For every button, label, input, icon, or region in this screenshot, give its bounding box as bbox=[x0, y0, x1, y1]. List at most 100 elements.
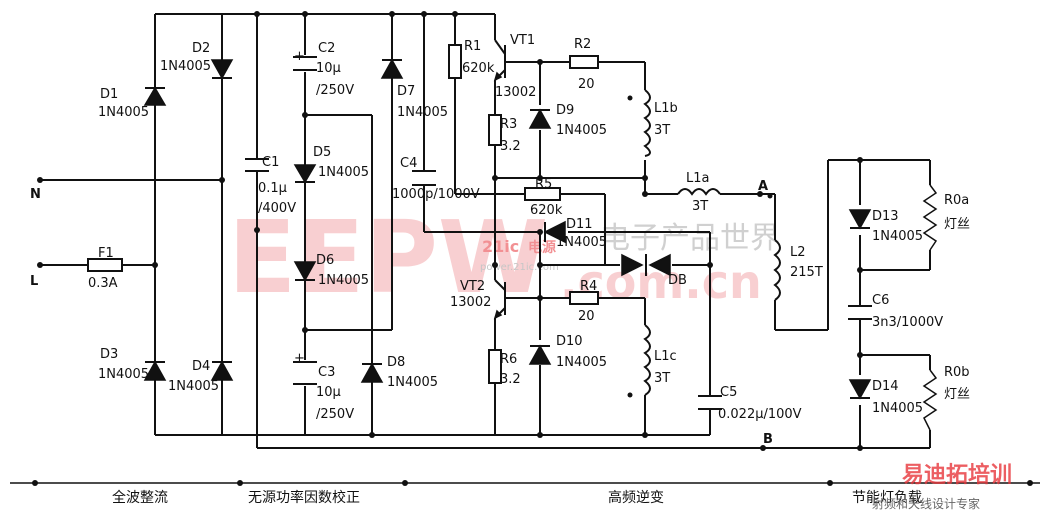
terminal-N: N bbox=[30, 187, 41, 202]
section-full-wave-rectifier: 全波整流 bbox=[112, 489, 168, 506]
inductor-L1b bbox=[643, 89, 651, 157]
label-L1a: L1a bbox=[686, 171, 709, 186]
label-C1-value2: /400V bbox=[258, 201, 296, 216]
filament-R0a bbox=[922, 184, 938, 251]
label-D7-part: 1N4005 bbox=[397, 105, 448, 120]
label-R5-value: 620k bbox=[530, 203, 563, 218]
label-L1b-value: 3T bbox=[654, 123, 670, 138]
label-F1-value: 0.3A bbox=[88, 276, 118, 291]
label-C4-value: 1000p/1000V bbox=[392, 187, 480, 202]
cap-C3-symbol bbox=[293, 361, 317, 385]
resistor-R6-body bbox=[488, 349, 502, 384]
label-L1c-value: 3T bbox=[654, 371, 670, 386]
diode-D7-symbol bbox=[380, 58, 404, 79]
label-D5: D5 bbox=[313, 145, 331, 160]
diode-D3-symbol bbox=[143, 360, 167, 381]
label-R0a-desc: 灯丝 bbox=[944, 217, 970, 232]
label-F1: F1 bbox=[98, 246, 114, 261]
label-C3-value1: 10μ bbox=[316, 385, 341, 400]
transistor-VT2-symbol bbox=[493, 279, 506, 320]
section-labels: 全波整流 无源功率因数校正 高频逆变 节能灯负载 bbox=[112, 489, 922, 506]
section-passive-pfc: 无源功率因数校正 bbox=[248, 489, 360, 506]
watermark-21ic-cn: 电源 bbox=[528, 239, 556, 256]
fuse-F1-body bbox=[87, 258, 123, 272]
label-VT1-part: 13002 bbox=[495, 85, 536, 100]
inductor-L2 bbox=[773, 239, 781, 301]
label-L2-value: 215T bbox=[790, 265, 823, 280]
brand-watermark: 易迪拓培训 射频和天线设计专家 bbox=[872, 462, 1012, 511]
label-D11: D11 bbox=[566, 217, 593, 232]
brand-sub-text: 射频和天线设计专家 bbox=[872, 496, 980, 511]
label-D6: D6 bbox=[316, 253, 334, 268]
label-R0a: R0a bbox=[944, 193, 969, 208]
label-R0b-desc: 灯丝 bbox=[944, 387, 970, 402]
labels: N L A B D1 1N4005 D2 1N4005 D3 1N4005 D4… bbox=[30, 33, 970, 447]
cap-C4-symbol bbox=[412, 170, 436, 186]
label-R3-value: 3.2 bbox=[500, 139, 521, 154]
label-R0b: R0b bbox=[944, 365, 970, 380]
label-L1b: L1b bbox=[654, 101, 678, 116]
label-D2-part: 1N4005 bbox=[160, 59, 211, 74]
label-R5: R5 bbox=[535, 177, 552, 192]
diode-D9-symbol bbox=[528, 108, 552, 129]
label-L1c: L1c bbox=[654, 349, 677, 364]
brand-text: 易迪拓培训 bbox=[902, 462, 1012, 488]
inductor-L1a bbox=[677, 188, 721, 196]
diode-D6-symbol bbox=[293, 261, 317, 282]
diode-D1-symbol bbox=[143, 86, 167, 106]
label-D10: D10 bbox=[556, 334, 583, 349]
label-D14: D14 bbox=[872, 379, 899, 394]
resistor-R4-body bbox=[569, 291, 599, 305]
label-D11-part: 1N4005 bbox=[556, 235, 607, 250]
label-VT1: VT1 bbox=[510, 33, 535, 48]
label-D7: D7 bbox=[397, 84, 415, 99]
label-R4-value: 20 bbox=[578, 309, 595, 324]
label-C3: C3 bbox=[318, 365, 335, 380]
label-C6-value: 3n3/1000V bbox=[872, 315, 943, 330]
label-R2-value: 20 bbox=[578, 77, 595, 92]
node-A: A bbox=[758, 179, 768, 194]
watermark-21ic: 21ic bbox=[482, 237, 519, 256]
watermark-eepw: EEPW bbox=[228, 199, 548, 316]
label-C3-value2: /250V bbox=[316, 407, 354, 422]
label-C4: C4 bbox=[400, 156, 417, 171]
label-DB: DB bbox=[668, 273, 687, 288]
resistor-R2-body bbox=[569, 55, 599, 69]
wiring bbox=[10, 13, 1040, 484]
label-D3: D3 bbox=[100, 347, 118, 362]
diode-D5-symbol bbox=[293, 164, 317, 184]
c3-plus: + bbox=[294, 351, 305, 366]
resistor-R1-body bbox=[448, 44, 462, 79]
label-R6: R6 bbox=[500, 352, 517, 367]
resistor-R3-body bbox=[488, 114, 502, 146]
label-R1-value: 620k bbox=[462, 61, 495, 76]
label-C2: C2 bbox=[318, 41, 335, 56]
inductor-L1c bbox=[643, 324, 651, 396]
label-D1: D1 bbox=[100, 87, 118, 102]
label-C2-value2: /250V bbox=[316, 83, 354, 98]
label-C5-value: 0.022μ/100V bbox=[718, 407, 802, 422]
label-D13-part: 1N4005 bbox=[872, 229, 923, 244]
section-ticks bbox=[32, 480, 1033, 486]
label-C5: C5 bbox=[720, 385, 737, 400]
label-L1a-value: 3T bbox=[692, 199, 708, 214]
diode-D4-symbol bbox=[210, 360, 234, 381]
c2-plus: + bbox=[294, 49, 305, 64]
diode-D2-symbol bbox=[210, 59, 234, 80]
diode-D14-symbol bbox=[848, 379, 872, 400]
diode-D10-symbol bbox=[528, 344, 552, 365]
diode-D13-symbol bbox=[848, 209, 872, 230]
label-D9-part: 1N4005 bbox=[556, 123, 607, 138]
inductor-symbols bbox=[627, 89, 781, 398]
label-VT2: VT2 bbox=[460, 279, 485, 294]
label-D1-part: 1N4005 bbox=[98, 105, 149, 120]
cap-C6-symbol bbox=[848, 305, 872, 320]
cap-C2-symbol bbox=[293, 56, 317, 71]
label-R6-value: 3.2 bbox=[500, 372, 521, 387]
node-B: B bbox=[763, 432, 773, 447]
label-D14-part: 1N4005 bbox=[872, 401, 923, 416]
terminal-L: L bbox=[30, 274, 38, 289]
label-D6-part: 1N4005 bbox=[318, 273, 369, 288]
watermark-21ic-url: power.21ic.com bbox=[480, 262, 559, 273]
